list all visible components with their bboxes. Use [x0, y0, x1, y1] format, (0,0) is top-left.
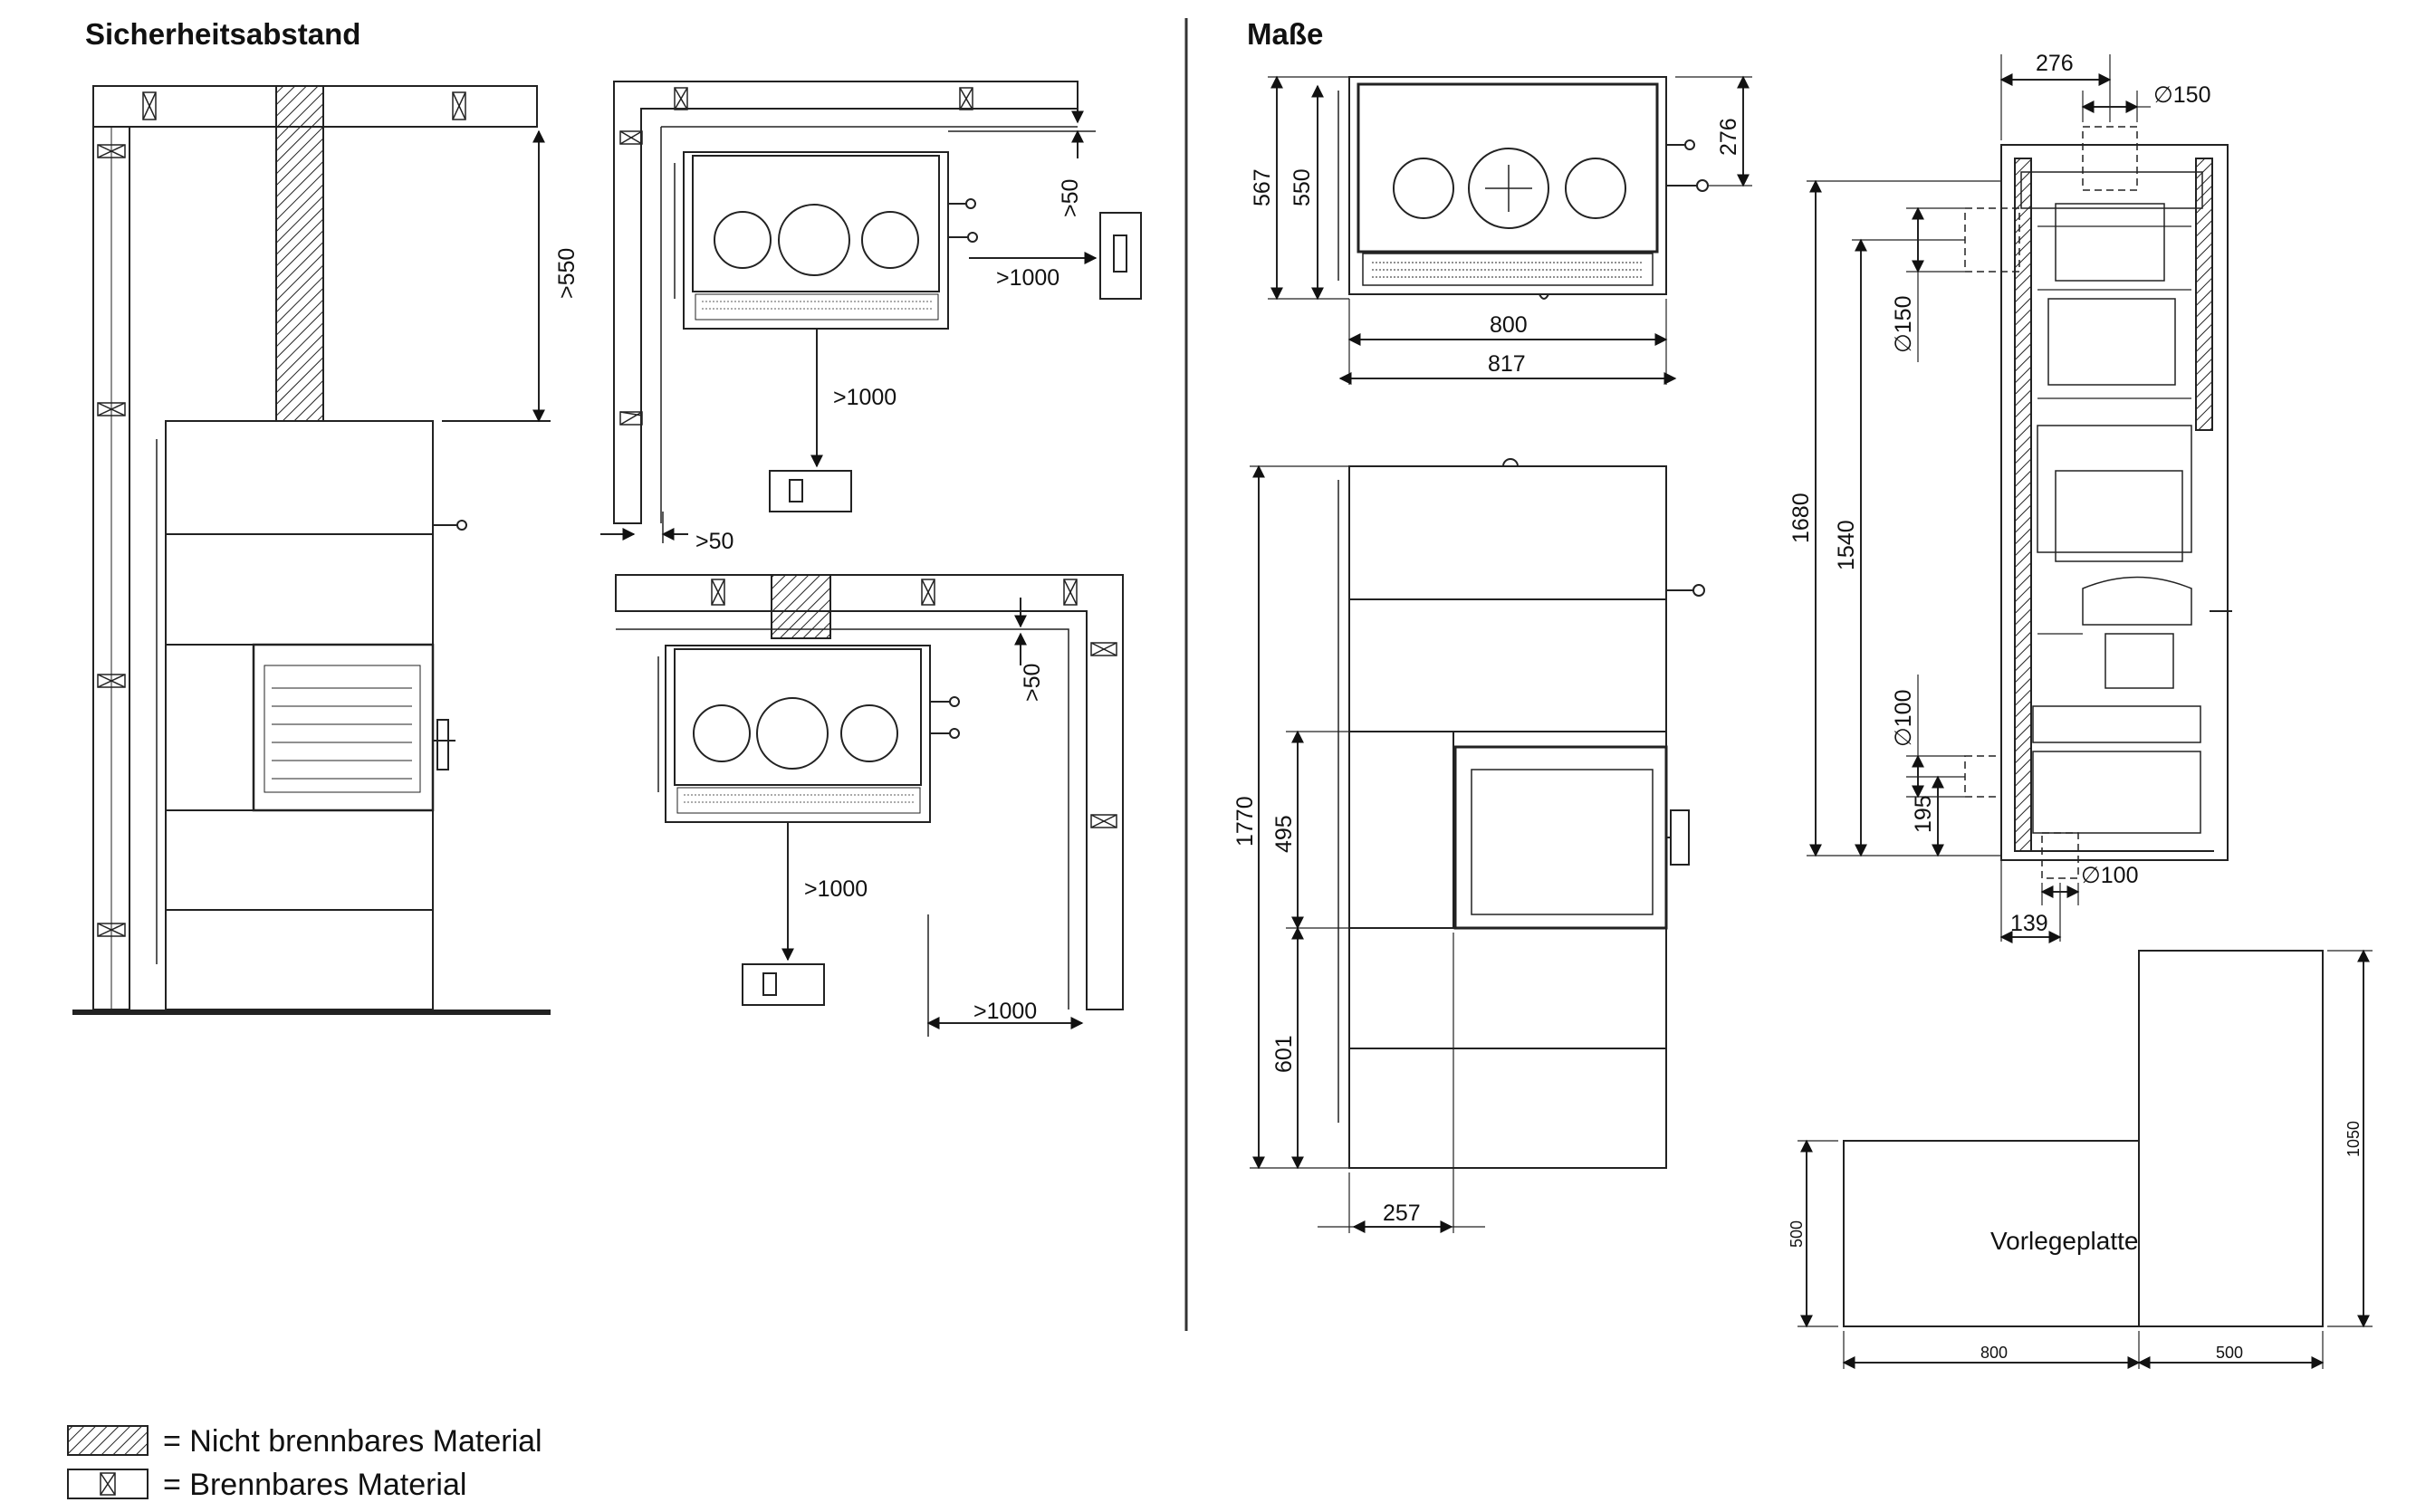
safety-front-elevation [72, 85, 551, 1015]
dim-plate-width-main: 800 [1980, 1344, 2008, 1362]
dim-section-flue-rear: ∅150 [1891, 296, 1916, 354]
safety-plan-corner [600, 81, 1142, 543]
legend-label-noncombustible: = Nicht brennbares Material [163, 1424, 542, 1459]
dim-top-width-outer: 817 [1488, 351, 1526, 377]
dim-plate-depth-side: 1050 [2344, 1121, 2363, 1157]
dim-front-door-height: 495 [1271, 815, 1297, 853]
dim-plan2-back-gap: >50 [1020, 664, 1045, 702]
dim-front-total-height: 1770 [1232, 796, 1258, 847]
dim-section-air-diameter: ∅100 [1891, 690, 1916, 748]
dim-top-width-inner: 800 [1490, 312, 1528, 338]
dim-section-flue-top: ∅150 [2153, 82, 2211, 108]
dim-plate-width-side: 500 [2216, 1344, 2243, 1362]
dim-plan1-wall-gap: >50 [695, 529, 733, 554]
dim-plan1-back-gap: >50 [1058, 179, 1083, 217]
floor-plate-drawing [1798, 949, 2373, 1369]
safety-plan-wall [615, 574, 1124, 1037]
dim-top-depth-b: 550 [1289, 168, 1315, 206]
dim-plan2-side-clearance: >1000 [973, 999, 1037, 1024]
dim-top-handle-offset: 276 [1716, 118, 1741, 156]
dim-section-outlet-height: 1540 [1834, 520, 1859, 570]
dim-front-offset: 257 [1383, 1201, 1421, 1226]
legend-swatch-combustible [67, 1469, 149, 1499]
dim-plan1-front-clearance: >1000 [833, 385, 896, 410]
legend: = Nicht brennbares Material = Brennbares… [67, 1424, 542, 1502]
dim-plan1-right-clearance: >1000 [996, 265, 1059, 291]
dim-section-total-height: 1680 [1788, 493, 1814, 543]
dimension-top-view [1268, 75, 1752, 385]
dim-section-top-width: 276 [2036, 51, 2074, 76]
heading-safety-distance: Sicherheitsabstand [85, 17, 360, 51]
dimension-section-view [1807, 54, 2232, 943]
dim-top-depth-a: 567 [1250, 168, 1275, 206]
dim-front-base-height: 601 [1271, 1035, 1297, 1073]
dim-section-air-height: 195 [1911, 795, 1936, 833]
legend-label-combustible: = Brennbares Material [163, 1468, 466, 1502]
dim-plate-depth-main: 500 [1788, 1220, 1806, 1248]
dim-front-top-clearance: >550 [554, 248, 580, 299]
dimension-front-view [1250, 458, 1705, 1233]
dim-plan2-front-clearance: >1000 [804, 876, 868, 902]
legend-swatch-noncombustible [67, 1425, 149, 1456]
heading-dimensions: Maße [1247, 17, 1323, 51]
dim-section-air-bottom: ∅100 [2081, 863, 2139, 888]
floor-plate-label: Vorlegeplatte [1990, 1227, 2138, 1255]
dim-section-bottom-offset: 139 [2010, 911, 2048, 936]
